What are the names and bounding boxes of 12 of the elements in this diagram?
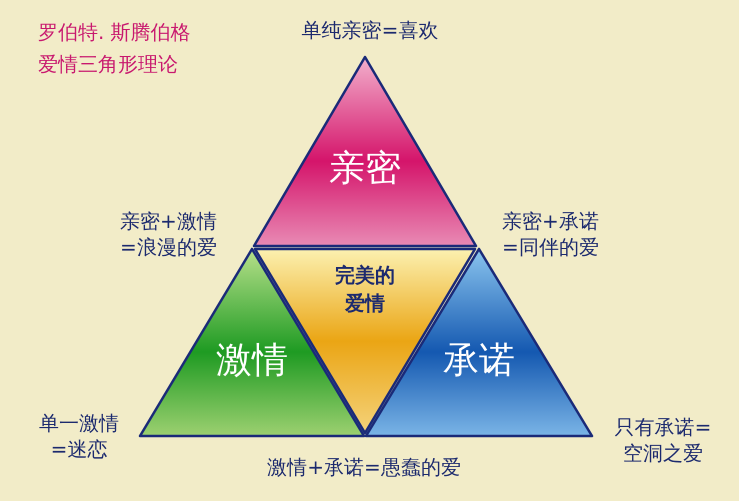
formula-label: 只有承诺=空洞之爱 [614,414,712,466]
triangle-label: 完美的爱情 [334,262,396,317]
title: 罗伯特. 斯腾伯格爱情三角形理论 [38,19,192,78]
formula-label: 亲密+承诺=同伴的爱 [502,208,600,260]
triangle-label: 激情 [215,338,289,383]
triangle-label: 承诺 [442,338,516,383]
formula-label: 激情+承诺=愚蠢的爱 [266,454,462,480]
formula-label: 单纯亲密=喜欢 [300,17,440,43]
formula-label: 单一激情=迷恋 [38,410,120,462]
intimacy-triangle [254,57,476,246]
triangle-label: 亲密 [328,146,402,191]
formula-label: 亲密+激情=浪漫的爱 [120,208,218,260]
